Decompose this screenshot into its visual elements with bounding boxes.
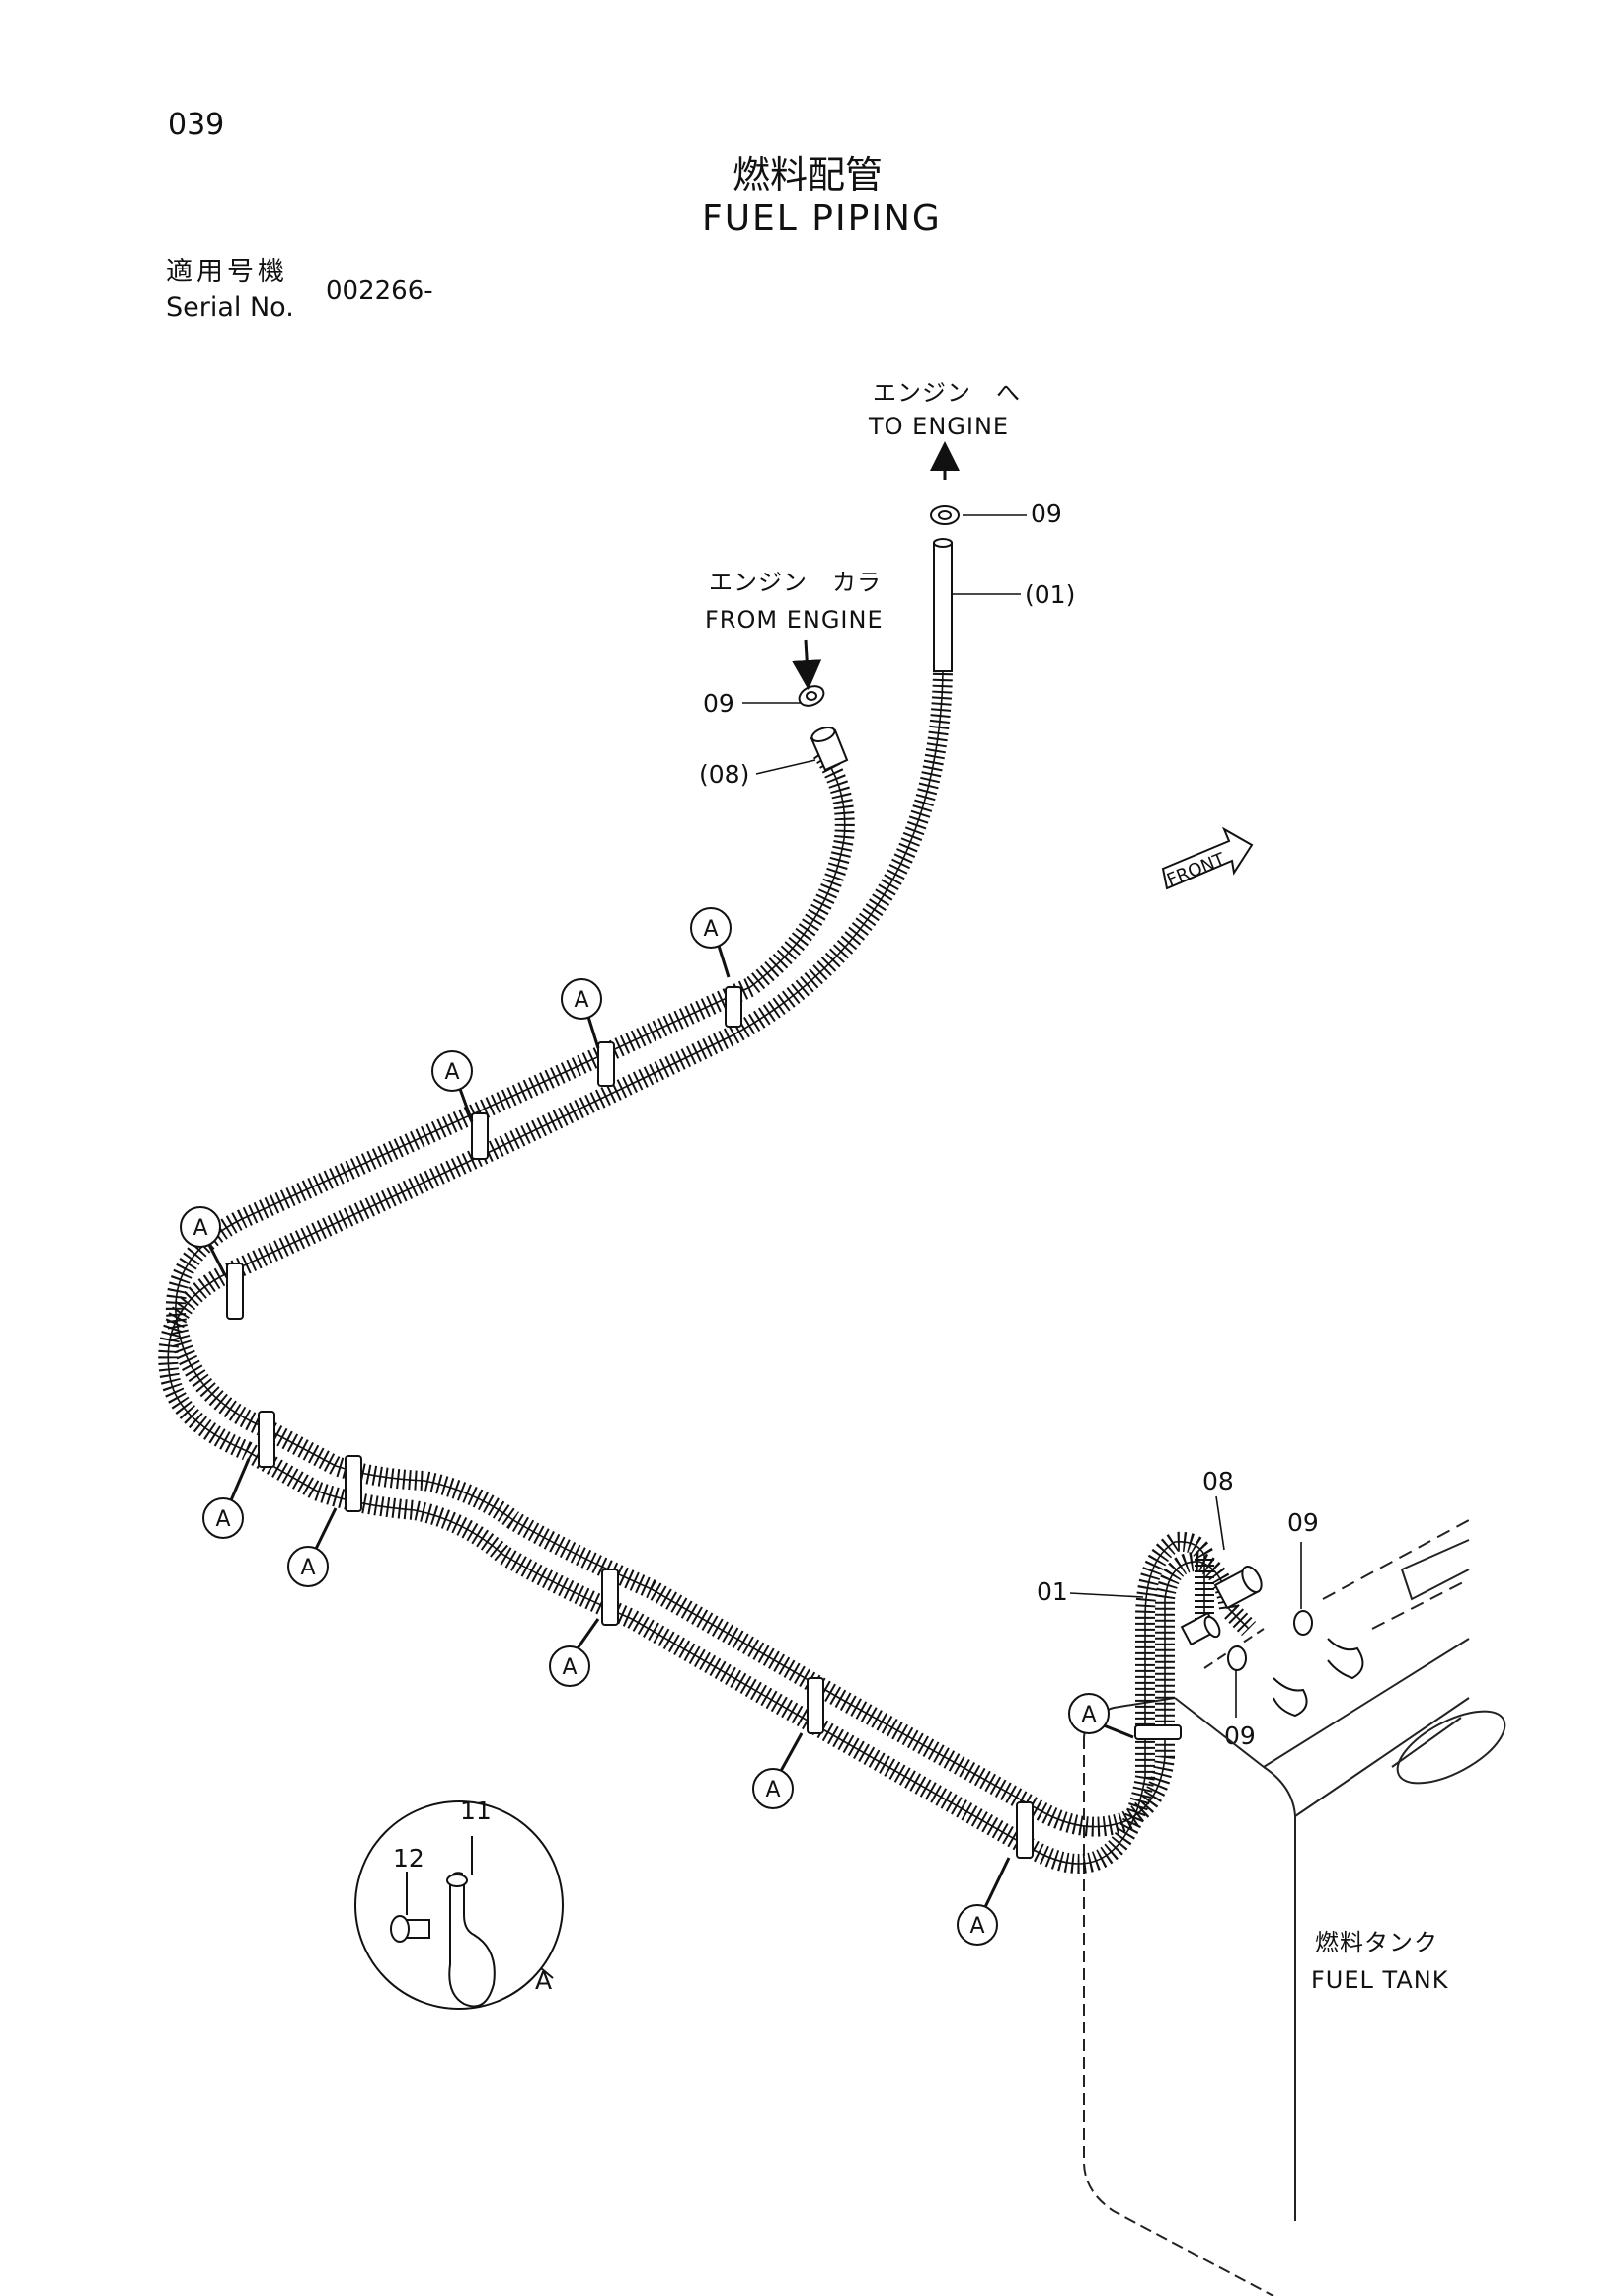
serial-value: 002266-	[326, 276, 433, 306]
clamp-7	[601, 1569, 619, 1626]
clamp-2	[597, 1041, 615, 1087]
clamp-5	[258, 1411, 275, 1468]
clamp-1	[725, 986, 742, 1028]
clamp-9	[1016, 1801, 1034, 1859]
serial-label-japanese: 適用号機	[166, 257, 288, 287]
from-engine-label-en: FROM ENGINE	[705, 606, 884, 634]
clamp-letter-3: A	[444, 1060, 459, 1085]
callout-01-top: (01)	[1025, 580, 1076, 609]
tank-fittings	[1180, 1566, 1364, 1718]
clamp-callout-a-5	[202, 1458, 251, 1539]
callout-09-tank-right: 09	[1287, 1508, 1319, 1537]
clamp-10	[1134, 1724, 1182, 1740]
callout-09-mid: 09	[703, 689, 734, 718]
callout-09-tank-bottom: 09	[1224, 1722, 1256, 1750]
clamp-callout-a-7	[549, 1618, 600, 1687]
from-engine-label-jp: エンジン カラ	[709, 569, 882, 596]
clamp-letter-10: A	[1081, 1703, 1096, 1727]
clamp-letter-4: A	[193, 1216, 207, 1241]
leader-lines	[742, 514, 1302, 1718]
serial-label-english: Serial No.	[166, 292, 294, 323]
clamp-letter-1: A	[703, 917, 718, 942]
clamp-letter-6: A	[300, 1556, 315, 1580]
clamp-callout-a-1	[690, 907, 732, 978]
title-japanese: 燃料配管	[733, 153, 884, 196]
to-engine-label-en: TO ENGINE	[869, 413, 1010, 440]
clamp-callout-a-6	[287, 1507, 338, 1587]
clamp-letter-7: A	[562, 1655, 577, 1680]
front-direction-arrow: FRONT	[1161, 826, 1254, 891]
callout-08-tank: 08	[1202, 1467, 1234, 1495]
clamp-callout-a-4	[180, 1206, 227, 1276]
hose-clamps	[226, 986, 1182, 1859]
pipe-08-end	[810, 727, 849, 772]
clamp-callout-letters: A A A A A A A A A A	[193, 917, 1096, 1939]
clamp-callout-a-2	[561, 978, 602, 1049]
callout-12-detail: 12	[393, 1844, 424, 1873]
callout-08-mid: (08)	[699, 760, 750, 789]
clamp-callout-a-3	[431, 1050, 474, 1122]
clamp-3	[471, 1112, 489, 1160]
clamp-letter-5: A	[215, 1507, 230, 1532]
callout-09-top: 09	[1031, 499, 1062, 528]
hose-pipe-08	[165, 746, 1257, 1837]
fuel-tank-outline	[1083, 1519, 1506, 2296]
fuel-tank-label-jp: 燃料タンク	[1315, 1929, 1438, 1956]
clamp-6	[345, 1455, 362, 1512]
callout-01-tank: 01	[1037, 1577, 1068, 1606]
clamp-letter-2: A	[574, 988, 588, 1013]
clamp-letter-8: A	[765, 1778, 780, 1802]
clamp-callout-a-8	[752, 1732, 804, 1809]
pipe-01-end	[933, 538, 953, 672]
clamp-callouts	[180, 907, 1134, 1946]
page-number: 039	[168, 108, 225, 142]
clamp-letter-9: A	[969, 1914, 984, 1939]
to-engine-label-jp: エンジン へ	[873, 379, 1021, 407]
clamp-callout-a-9	[957, 1857, 1011, 1946]
clamp-8	[807, 1677, 824, 1734]
clamp-4	[226, 1263, 244, 1320]
hose-clamp-09-top	[930, 441, 960, 525]
clamp-callout-a-10	[1068, 1693, 1134, 1739]
detail-a-view	[354, 1800, 564, 2010]
hose-clamp-09-mid	[792, 639, 825, 707]
fuel-tank-label-en: FUEL TANK	[1311, 1966, 1449, 1994]
hose-pipe-01	[158, 543, 1214, 1874]
title-english: FUEL PIPING	[702, 198, 942, 239]
